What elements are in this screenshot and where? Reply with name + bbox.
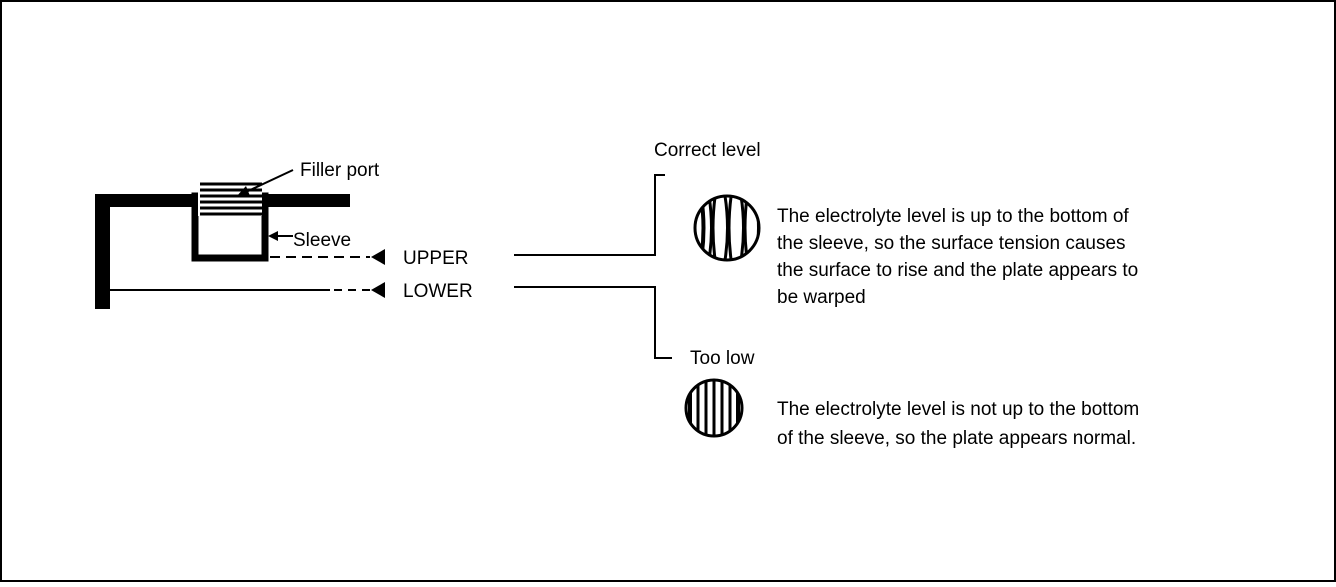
sleeve-icon	[191, 180, 269, 262]
correct-level-description: The electrolyte level is up to the botto…	[777, 206, 1138, 308]
lower-label: LOWER	[403, 281, 473, 302]
description-line: be warped	[777, 287, 866, 308]
lower-arrow-icon	[371, 282, 385, 298]
filler-port-label: Filler port	[300, 160, 380, 181]
too-low-description: The electrolyte level is not up to the b…	[777, 399, 1139, 449]
sleeve-label: Sleeve	[293, 230, 351, 251]
correct-level-label: Correct level	[654, 140, 761, 161]
description-line: the sleeve, so the surface tension cause…	[777, 233, 1126, 254]
upper-arrow-icon	[371, 249, 385, 265]
upper-label: UPPER	[403, 248, 468, 269]
description-line: the surface to rise and the plate appear…	[777, 260, 1138, 281]
filler-port-arrow-icon	[236, 169, 294, 197]
sleeve-arrow-icon	[268, 231, 293, 241]
normal-plate-icon	[684, 378, 744, 438]
description-line: The electrolyte level is not up to the b…	[777, 399, 1139, 420]
description-line: The electrolyte level is up to the botto…	[777, 206, 1129, 227]
description-line: of the sleeve, so the plate appears norm…	[777, 428, 1136, 449]
too-low-leader-line	[514, 286, 672, 359]
warped-plate-icon	[693, 194, 761, 262]
too-low-label: Too low	[690, 348, 755, 369]
correct-level-leader-line	[514, 174, 665, 256]
